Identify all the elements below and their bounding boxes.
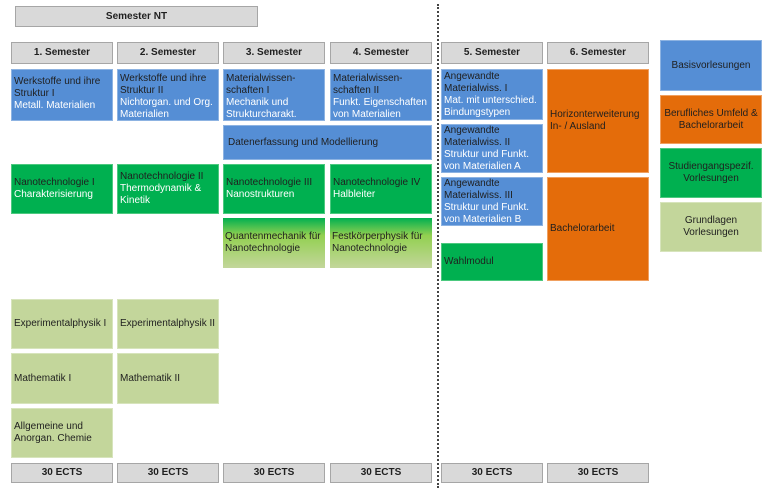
semester-header: 4. Semester bbox=[330, 42, 432, 64]
semester-header: 1. Semester bbox=[11, 42, 113, 64]
module-daten: Datenerfassung und Modellierung bbox=[223, 125, 432, 160]
ects-label: 30 ECTS bbox=[547, 463, 649, 483]
semester-header: 6. Semester bbox=[547, 42, 649, 64]
ects-label: 30 ECTS bbox=[11, 463, 113, 483]
semester-header: 3. Semester bbox=[223, 42, 325, 64]
module-quantenmechanik: Quantenmechanik für Nanotechnologie bbox=[223, 218, 325, 268]
module-chemie: Allgemeine und Anorgan. Chemie bbox=[11, 408, 113, 458]
ects-label: 30 ECTS bbox=[117, 463, 219, 483]
legend-item: Basisvorlesungen bbox=[660, 40, 762, 91]
legend-item: Grundlagen Vorlesungen bbox=[660, 202, 762, 252]
module-ep2: Experimentalphysik II bbox=[117, 299, 219, 349]
module-ma1: Mathematik I bbox=[11, 353, 113, 404]
ects-label: 30 ECTS bbox=[441, 463, 543, 483]
semester-header: 2. Semester bbox=[117, 42, 219, 64]
module-festkoerperphysik: Festkörperphysik für Nanotechnologie bbox=[330, 218, 432, 268]
legend-item: Berufliches Umfeld & Bachelorarbeit bbox=[660, 95, 762, 144]
module-ep1: Experimentalphysik I bbox=[11, 299, 113, 349]
ects-label: 30 ECTS bbox=[223, 463, 325, 483]
module-bachelorarbeit: Bachelorarbeit bbox=[547, 177, 649, 281]
module-ma2: Mathematik II bbox=[117, 353, 219, 404]
divider bbox=[437, 4, 439, 488]
module-horizonterweiterung: Horizonterweiterung In- / Ausland bbox=[547, 69, 649, 173]
ects-label: 30 ECTS bbox=[330, 463, 432, 483]
page-title: Semester NT bbox=[15, 6, 258, 27]
module-wahlmodul: Wahlmodul bbox=[441, 243, 543, 281]
legend-item: Studiengangspezif. Vorlesungen bbox=[660, 148, 762, 198]
semester-header: 5. Semester bbox=[441, 42, 543, 64]
